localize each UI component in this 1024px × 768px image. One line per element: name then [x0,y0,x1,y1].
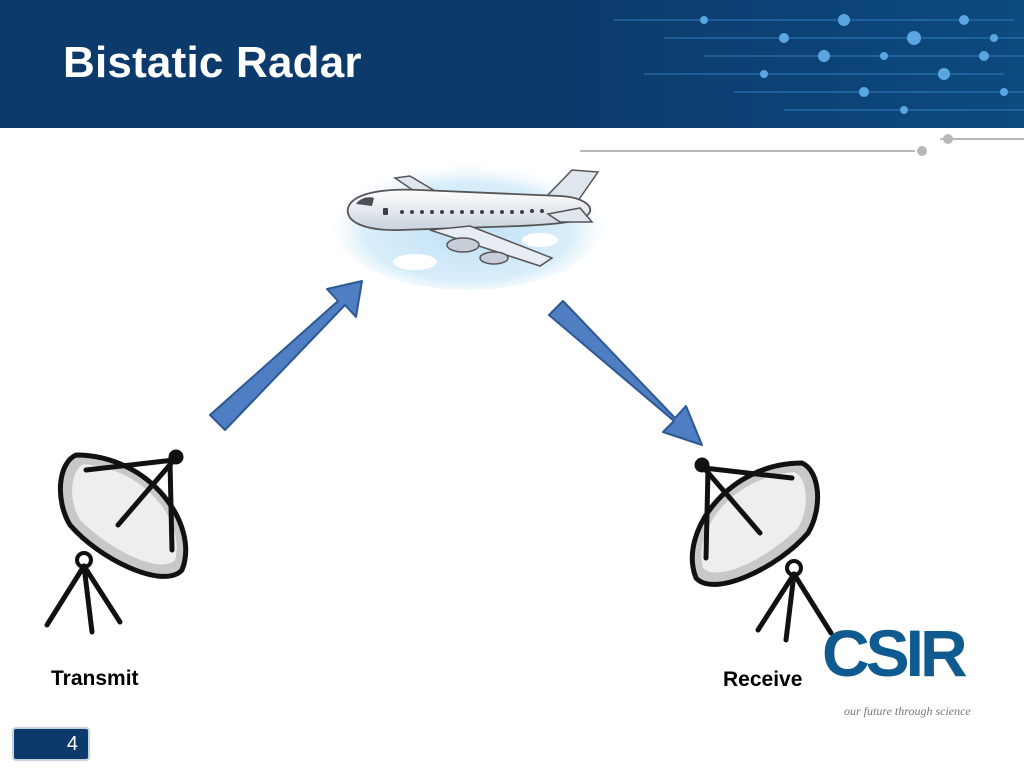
header-underline-decoration [580,134,1024,156]
header-band: Bistatic Radar [0,0,1024,128]
logo-tagline: our future through science [844,704,971,718]
logo-wordmark: CSIR [822,616,968,690]
transmit-dish-icon [44,449,189,635]
page-number-badge: 4 [12,727,90,761]
slide-title: Bistatic Radar [63,38,362,87]
page-number: 4 [66,733,78,755]
receive-label: Receive [723,668,803,691]
csir-logo: CSIR our future through science [822,620,972,720]
arrow-up-icon [209,280,363,431]
receive-dish-icon [689,457,834,643]
arrow-down-icon [548,300,703,446]
transmit-label: Transmit [51,667,139,690]
circuit-decoration [614,14,1024,114]
airplane-icon [333,160,603,290]
